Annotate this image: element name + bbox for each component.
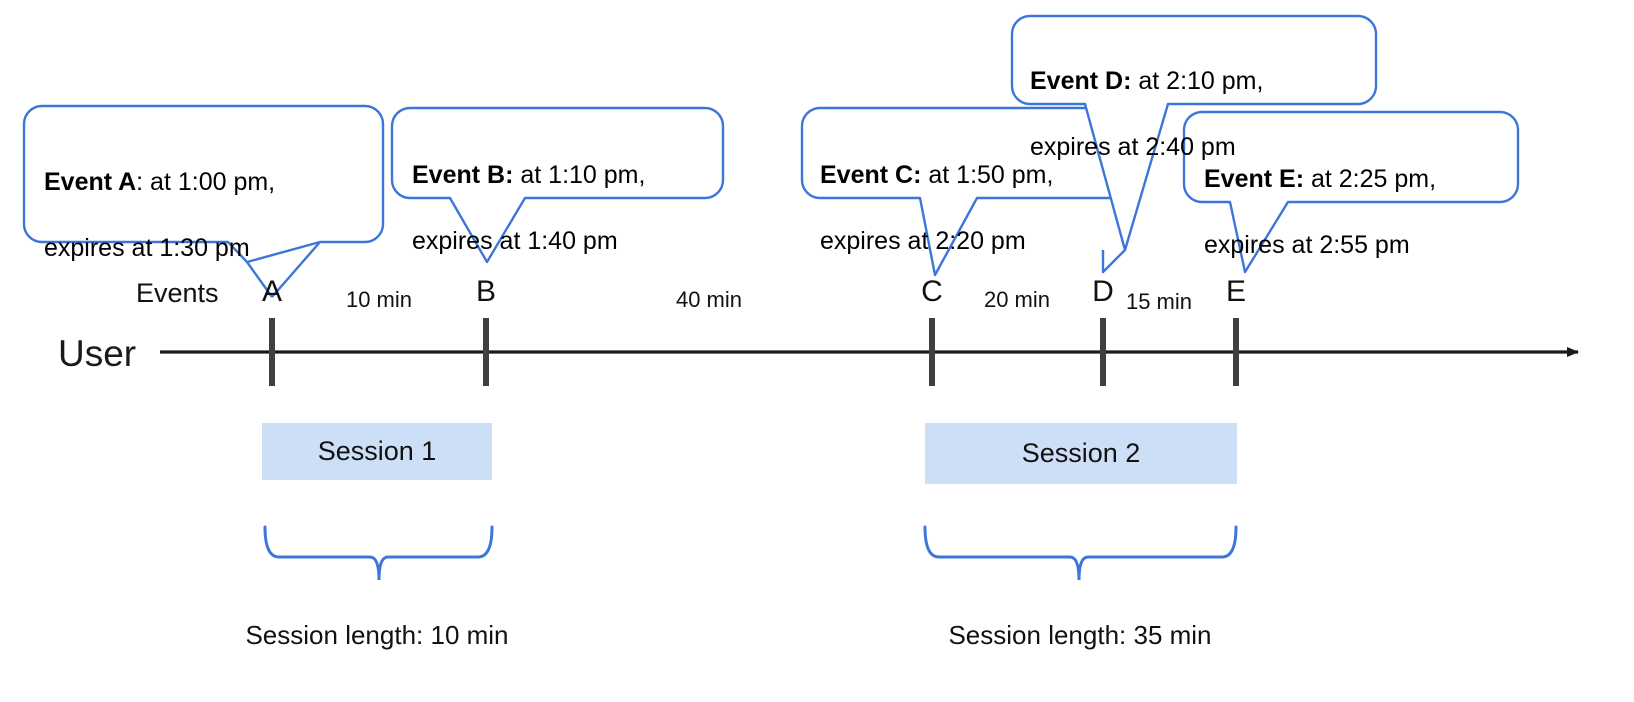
callout-d-line2: expires at 2:40 pm <box>1030 133 1236 161</box>
session-box-1[interactable]: Session 1 <box>262 423 492 480</box>
axis-row-label-user: User <box>58 333 137 374</box>
callout-text-d: Event D: at 2:10 pm, expires at 2:40 pm <box>1030 32 1370 164</box>
brace-session-2 <box>923 525 1238 581</box>
session-box-2[interactable]: Session 2 <box>925 423 1237 484</box>
callout-text-b: Event B: at 1:10 pm, expires at 1:40 pm <box>412 126 732 258</box>
gap-label-a-b: 10 min <box>345 287 413 312</box>
callout-b-separator: : <box>505 161 514 189</box>
callout-b-event-label: Event B <box>412 161 506 189</box>
callout-text-a: Event A: at 1:00 pm, expires at 1:30 pm <box>44 133 384 265</box>
callout-a-event-label: Event A <box>44 168 137 196</box>
callout-e-line2: expires at 2:55 pm <box>1204 231 1410 259</box>
callout-bubble-b <box>390 106 725 264</box>
callout-c-event-label: Event C <box>820 161 914 189</box>
callout-c-line1: at 1:50 pm, <box>921 161 1054 189</box>
callout-d-line1: at 2:10 pm, <box>1131 67 1264 95</box>
callout-d-event-label: Event D <box>1030 67 1124 95</box>
session-length-2: Session length: 35 min <box>948 620 1212 650</box>
callout-e-line1: at 2:25 pm, <box>1304 165 1437 193</box>
gap-label-d-e: 15 min <box>1125 289 1193 314</box>
callout-bubble-e <box>1182 110 1520 274</box>
session-length-1: Session length: 10 min <box>245 620 509 650</box>
callout-c-separator: : <box>913 161 922 189</box>
callout-d-separator: : <box>1123 67 1132 95</box>
callout-text-c: Event C: at 1:50 pm, expires at 2:20 pm <box>820 126 1140 258</box>
callout-a-line1: at 1:00 pm, <box>143 168 276 196</box>
session-box-2-label: Session 2 <box>1021 438 1141 468</box>
callout-bubble-d <box>1010 14 1378 274</box>
gap-label-b-c: 40 min <box>675 287 743 312</box>
callout-a-separator: : <box>136 168 144 196</box>
callout-b-line1: at 1:10 pm, <box>513 161 646 189</box>
callout-a-line2: expires at 1:30 pm <box>44 234 250 262</box>
tick-label-e: E <box>1225 275 1246 308</box>
tick-label-c: C <box>921 275 943 308</box>
callout-text-e: Event E: at 2:25 pm, expires at 2:55 pm <box>1204 130 1524 262</box>
session-box-1-label: Session 1 <box>317 436 437 466</box>
brace-session-1 <box>263 525 494 581</box>
events-label: Events <box>136 278 219 308</box>
tick-label-b: B <box>475 275 496 308</box>
gap-label-c-d: 20 min <box>983 287 1051 312</box>
callout-e-separator: : <box>1295 165 1305 193</box>
callout-e-event-label: Event E <box>1204 165 1296 193</box>
callout-bubble-a <box>22 104 385 298</box>
callout-b-line2: expires at 1:40 pm <box>412 227 618 255</box>
callout-c-line2: expires at 2:20 pm <box>820 227 1026 255</box>
tick-label-d: D <box>1092 275 1114 308</box>
tick-label-a: A <box>261 275 282 308</box>
